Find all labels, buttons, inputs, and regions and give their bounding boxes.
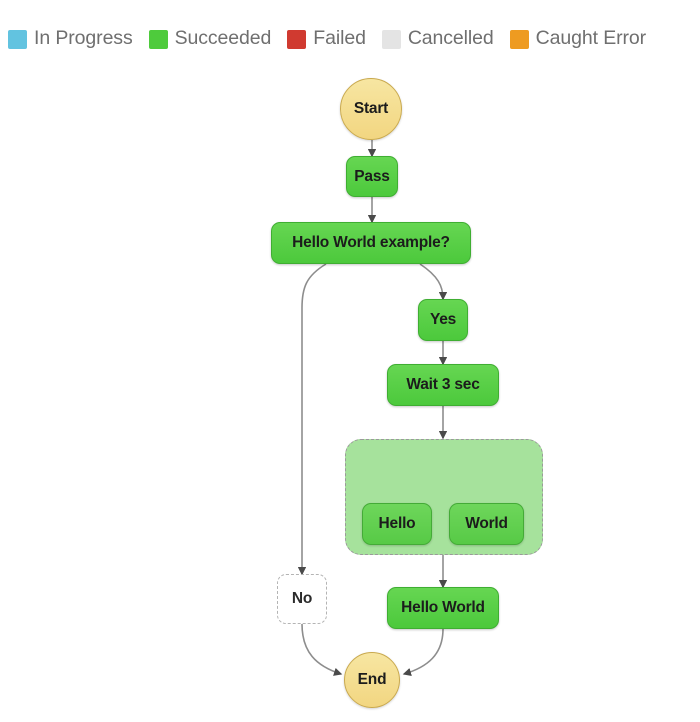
node-pass[interactable]: Pass — [346, 156, 398, 197]
graph-edges — [297, 140, 487, 677]
legend-label: Cancelled — [407, 27, 494, 50]
node-label: Hello World example? — [292, 234, 450, 251]
legend-item-caught-error: Caught Error — [509, 27, 647, 50]
edge-hello-world-to-end — [402, 628, 444, 677]
node-label: Yes — [429, 311, 457, 328]
node-hello-world[interactable]: Hello World — [387, 587, 499, 629]
node-world[interactable]: World — [449, 503, 524, 545]
edge-choice-to-yes — [419, 263, 448, 301]
node-label: Wait 3 sec — [406, 376, 480, 393]
legend-swatch-icon — [148, 29, 168, 49]
node-label: Hello World — [401, 599, 485, 616]
legend-label: Caught Error — [535, 27, 647, 50]
node-no[interactable]: No — [277, 574, 327, 624]
workflow-graph[interactable]: Start Pass Hello World example? Yes Wait… — [0, 56, 700, 722]
legend-item-failed: Failed — [287, 29, 366, 49]
node-label: Start — [353, 100, 389, 117]
node-label: Hello — [378, 515, 416, 532]
legend-item-in-progress: In Progress — [8, 29, 133, 49]
legend-label: Failed — [313, 27, 366, 50]
edge-choice-to-no — [297, 263, 327, 576]
legend-swatch-icon — [509, 29, 529, 49]
node-hello[interactable]: Hello — [362, 503, 432, 545]
node-label: Pass — [354, 167, 390, 185]
edge-no-to-end — [301, 623, 343, 676]
legend-swatch-icon — [381, 29, 401, 49]
node-yes[interactable]: Yes — [418, 299, 468, 341]
status-legend: In Progress Succeeded Failed Cancelled C… — [8, 22, 692, 56]
node-label: World — [465, 515, 508, 532]
node-start[interactable]: Start — [340, 78, 402, 140]
legend-swatch-icon — [287, 29, 307, 49]
node-label: No — [291, 590, 313, 607]
legend-label: Succeeded — [174, 27, 272, 50]
legend-item-cancelled: Cancelled — [381, 27, 494, 50]
node-end[interactable]: End — [344, 652, 400, 708]
legend-swatch-icon — [8, 29, 27, 49]
legend-label: In Progress — [34, 27, 133, 50]
legend-item-succeeded: Succeeded — [148, 27, 272, 50]
node-hello-world-example-choice[interactable]: Hello World example? — [271, 222, 471, 264]
node-label: End — [357, 671, 387, 688]
node-wait-3-sec[interactable]: Wait 3 sec — [387, 364, 499, 406]
